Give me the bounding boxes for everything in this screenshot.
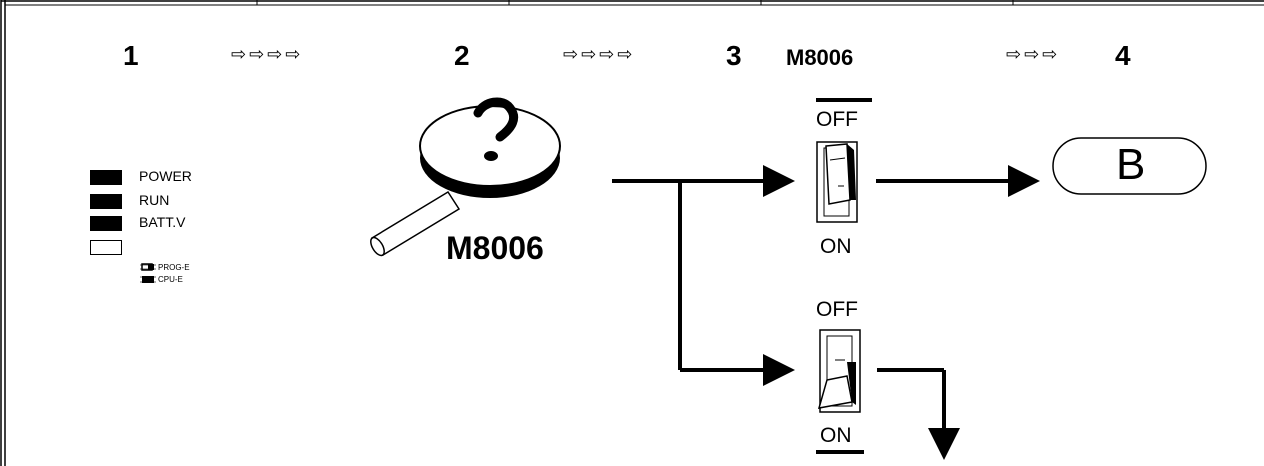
led-error-indicator [90,240,122,255]
step-arrows-2: ⇨⇨⇨⇨ [563,44,636,64]
led-power-indicator [90,170,122,185]
led-batt-label: BATT.V [139,214,186,230]
led-prog-label: PROG-E [158,263,190,272]
toggle-switch-off-icon [816,98,872,223]
step-4-label: 4 [1115,40,1131,71]
led-cpu-label: CPU-E [158,275,183,284]
switch-top-off-label: OFF [816,108,858,131]
toggle-switch-on-icon [816,329,864,454]
led-run-indicator [90,194,122,209]
step-3-label: 3 [726,40,742,71]
switch-bottom-off-label: OFF [816,298,858,321]
connector-lines [612,165,1040,460]
chip-icon [140,263,156,271]
device-label-probe: M8006 [446,230,544,266]
step-1-label: 1 [123,40,139,71]
step-arrows-1: ⇨⇨⇨⇨ [231,44,304,64]
question-mark-icon [473,97,519,161]
chip-icon [140,276,156,283]
led-run-label: RUN [139,192,170,208]
led-power-label: POWER [139,168,192,184]
result-label: B [1116,140,1146,189]
led-batt-indicator [90,216,122,231]
step-2-label: 2 [454,40,470,71]
magnifier-question-icon [370,97,561,257]
switch-top-on-label: ON [820,235,852,258]
device-label-top: M8006 [786,45,854,70]
result-capsule [1052,137,1207,195]
step-arrows-3: ⇨⇨⇨ [1006,44,1061,64]
switch-bottom-on-label: ON [820,424,852,447]
